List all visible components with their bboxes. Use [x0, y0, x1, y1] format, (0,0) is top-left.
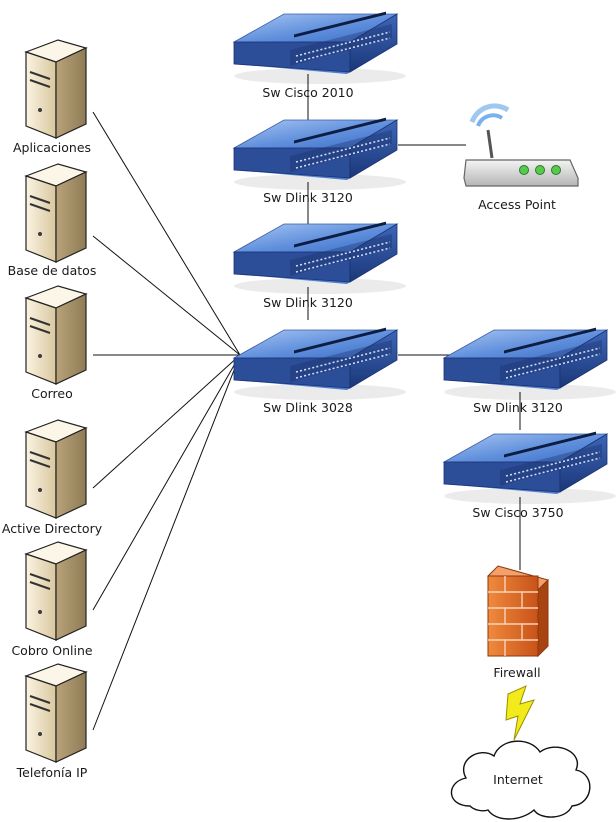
switch-label: Sw Dlink 3120	[473, 400, 563, 415]
access-point-label: Access Point	[478, 197, 556, 212]
server-label: Active Directory	[1, 521, 103, 536]
cloud-icon	[450, 740, 591, 820]
switch-label: Sw Dlink 3120	[263, 295, 353, 310]
server-label: Base de datos	[7, 263, 97, 278]
firewall-label: Firewall	[493, 665, 541, 680]
server-icon	[25, 163, 87, 263]
switch-label: Sw Cisco 2010	[262, 85, 354, 100]
internet-label: Internet	[493, 772, 543, 787]
switch-icon	[233, 326, 407, 401]
switch-icon	[443, 430, 616, 505]
switch-label: Sw Dlink 3028	[263, 400, 353, 415]
lightning-icon	[505, 685, 535, 741]
server-label: Correo	[31, 386, 73, 401]
server-icon	[25, 663, 87, 763]
server-label: Aplicaciones	[12, 140, 92, 155]
switch-label: Sw Cisco 3750	[472, 505, 564, 520]
server-label: Cobro Online	[11, 643, 93, 658]
server-label: Telefonía IP	[16, 765, 88, 780]
server-icon	[25, 541, 87, 641]
server-icon	[25, 39, 87, 139]
switch-icon	[233, 220, 407, 295]
switch-icon	[233, 116, 407, 191]
firewall-icon	[487, 565, 549, 658]
switch-icon	[233, 10, 407, 85]
access-point-icon	[463, 103, 579, 187]
server-icon	[25, 285, 87, 385]
switch-label: Sw Dlink 3120	[263, 190, 353, 205]
switch-icon	[443, 326, 616, 401]
server-icon	[25, 419, 87, 519]
